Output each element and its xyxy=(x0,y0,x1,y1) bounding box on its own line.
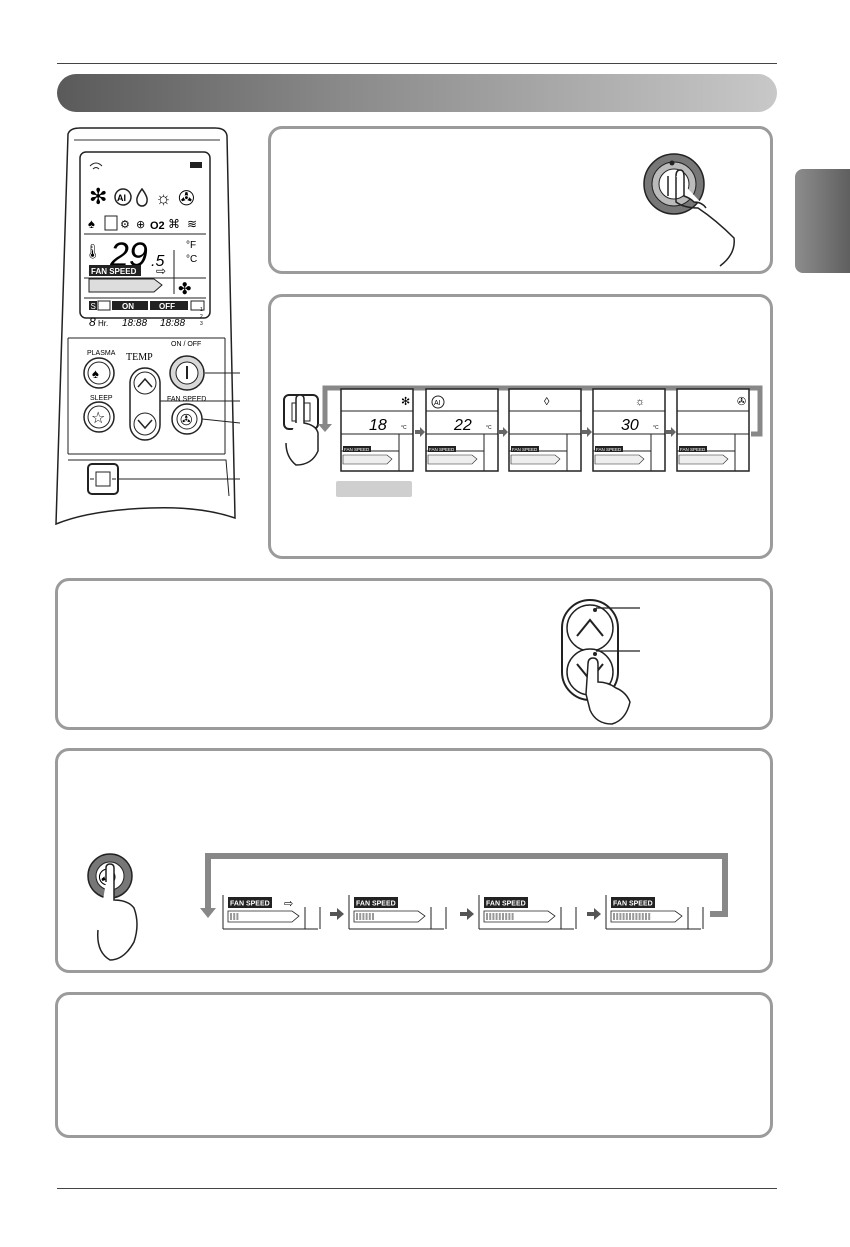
drop-icon: ◊ xyxy=(544,396,550,408)
snowflake-icon: ✻ xyxy=(401,396,410,408)
mode-panel-fan-label: FAN SPEED xyxy=(429,447,455,452)
timer-level-2: 2 xyxy=(200,314,203,320)
temp-up-icon xyxy=(566,604,614,652)
sleep-button[interactable]: ☆ xyxy=(83,401,115,433)
lcd-temperature-decimal: .5 xyxy=(151,253,164,270)
on-off-button[interactable] xyxy=(169,355,205,391)
temp-buttons-press-illustration xyxy=(561,599,640,725)
fan-speed-cycle-loop xyxy=(200,853,728,918)
filter-icon: ⊕ xyxy=(136,219,145,231)
mode-panel-unit: °C xyxy=(401,425,407,431)
thermometer-icon: 🌡 xyxy=(84,243,102,259)
plasma-label: PLASMA xyxy=(87,350,116,357)
mode-panel-unit: °C xyxy=(486,425,492,431)
on-off-label: ON / OFF xyxy=(171,341,201,348)
note-box xyxy=(55,992,773,1138)
mode-cycle-arrow xyxy=(415,427,425,437)
mode-cycle-loop xyxy=(318,385,763,437)
o2-label: O2 xyxy=(150,220,165,232)
mode-cycle-arrow xyxy=(498,427,508,437)
mode-highlight-tag xyxy=(336,481,412,497)
sleep-label: SLEEP xyxy=(90,395,113,402)
lcd-fan-speed-label: FAN SPEED xyxy=(91,267,137,276)
hours-label: Hr. xyxy=(98,319,108,328)
chapter-side-tab xyxy=(795,169,850,273)
swing-arrow-icon: ⇨ xyxy=(156,264,166,278)
fan-speed-button-label: FAN SPEED xyxy=(167,396,206,403)
ai-icon: AI xyxy=(434,400,441,407)
mode-panel-temperature: 18 xyxy=(369,417,387,434)
timer-level-1: 1 xyxy=(200,307,203,313)
sleep-hours: 8 xyxy=(89,315,96,329)
temperature-instruction-box xyxy=(55,578,773,730)
fan-speed-panel-label: FAN SPEED xyxy=(230,901,270,908)
mode-panel-fan-label: FAN SPEED xyxy=(512,447,538,452)
svg-text:☆: ☆ xyxy=(91,410,105,427)
fan-speed-panel-label: FAN SPEED xyxy=(613,901,653,908)
mode-cycle-arrow xyxy=(582,427,592,437)
drop-icon xyxy=(136,187,148,207)
mode-panel-fan-label: FAN SPEED xyxy=(680,447,706,452)
unit-f: °F xyxy=(186,240,196,251)
timer-off-label: OFF xyxy=(159,302,175,311)
temp-up-button[interactable] xyxy=(133,371,157,395)
fan-button-press-illustration: ✇ xyxy=(87,853,138,961)
sun-icon: ☼ xyxy=(155,188,172,208)
mode-panel-fan-label: FAN SPEED xyxy=(596,447,622,452)
svg-text:S: S xyxy=(91,302,96,311)
mode-panel-temperature: 30 xyxy=(621,417,639,434)
remote-control-illustration: ✻ AI ☼ ✇ ♠ ⚙ ⊕ O2 ⌘ ≋ 🌡 ⌂ 29 .5 °F °C FA… xyxy=(55,127,241,526)
timer-digits-off: 18:88 xyxy=(160,318,185,329)
wave-icon: ≋ xyxy=(187,217,197,231)
plasma-button[interactable]: ♠ xyxy=(83,357,115,389)
unit-c: °C xyxy=(186,254,197,265)
fan-speed-panel-label: FAN SPEED xyxy=(356,901,396,908)
fan-speed-panel: FAN SPEED xyxy=(348,895,447,930)
fan-cycle-arrow xyxy=(330,908,344,920)
ai-icon: AI xyxy=(117,193,126,203)
mode-panel-temperature: 22 xyxy=(453,417,472,434)
top-rule xyxy=(57,63,777,64)
fan-icon: ✇ xyxy=(178,188,195,210)
mode-button[interactable] xyxy=(87,463,119,495)
heater-icon: ⌘ xyxy=(168,217,180,231)
mode-panel-fan-label: FAN SPEED xyxy=(344,447,370,452)
fan-icon: ✇ xyxy=(737,396,746,408)
power-button-press-illustration xyxy=(643,153,735,267)
temp-down-button[interactable] xyxy=(133,412,157,436)
fan-speed-instruction-box xyxy=(55,748,773,973)
mode-panel: AI 22 °C FAN SPEED xyxy=(425,388,499,472)
fan-cycle-arrow xyxy=(460,908,474,920)
svg-text:✇: ✇ xyxy=(180,412,193,429)
timer-on-label: ON xyxy=(122,302,134,311)
timer-level-3: 3 xyxy=(200,321,203,327)
fan-cycle-arrow xyxy=(587,908,601,920)
temp-label: TEMP xyxy=(126,352,153,363)
fan-speed-panel: FAN SPEED xyxy=(478,895,577,930)
fan-speed-panel-label: FAN SPEED xyxy=(486,901,526,908)
snowflake-icon: ✻ xyxy=(89,184,107,209)
mode-panel: ✻ 18 °C FAN SPEED xyxy=(340,388,414,472)
mode-panel: ☼ 30 °C FAN SPEED xyxy=(592,388,666,472)
fan-speed-panel: FAN SPEED xyxy=(605,895,704,930)
mode-cycle-arrow xyxy=(666,427,676,437)
svg-text:♠: ♠ xyxy=(92,366,99,381)
mode-panel-unit: °C xyxy=(653,425,659,431)
fan-indicator-icon: ✤ xyxy=(178,281,191,298)
mode-button-press-illustration xyxy=(283,394,319,466)
swing-arrow-icon: ⇨ xyxy=(284,898,293,910)
fan-speed-button[interactable]: ✇ xyxy=(171,403,203,435)
sun-icon: ☼ xyxy=(635,396,645,408)
section-header-bar xyxy=(57,74,777,112)
mode-panel: ◊ FAN SPEED xyxy=(508,388,582,472)
bottom-rule xyxy=(57,1188,777,1189)
mode-panel: ✇ FAN SPEED xyxy=(676,388,750,472)
fan-speed-panel: FAN SPEED ⇨ xyxy=(222,895,321,930)
jet-icon: ⚙ xyxy=(120,219,130,231)
plasma-icon: ♠ xyxy=(88,216,95,231)
timer-digits-on: 18:88 xyxy=(122,318,147,329)
